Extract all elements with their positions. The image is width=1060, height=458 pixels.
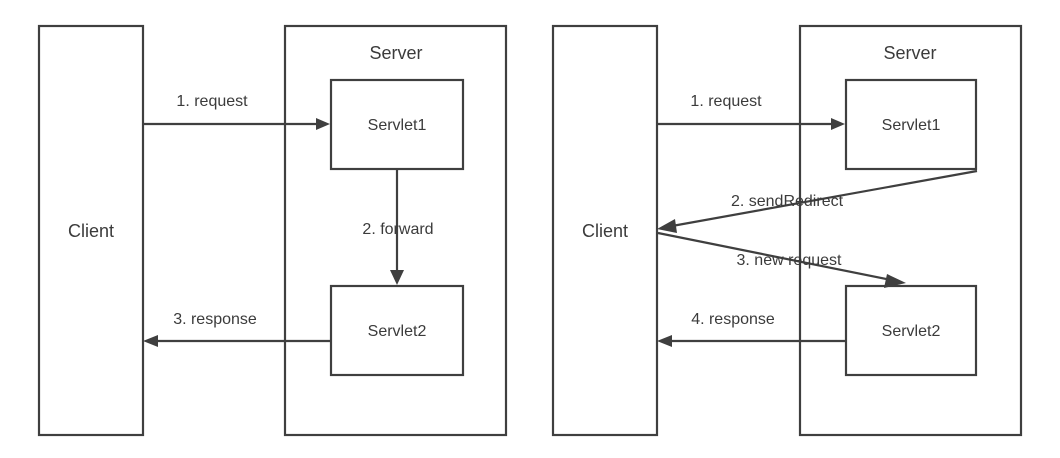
edge-response-label: 4. response	[691, 311, 775, 328]
edge-request: 1. request	[142, 93, 330, 130]
servlet2-box[interactable]	[844, 284, 978, 377]
edge-response: 3. response	[143, 311, 331, 347]
server-box-label: Server	[369, 43, 422, 63]
client-box[interactable]	[37, 24, 145, 437]
servlet2-box[interactable]	[329, 284, 465, 377]
edge-response-arrowhead	[657, 335, 672, 347]
edge-new-request-arrowhead	[884, 274, 906, 288]
edge-request: 1. request	[656, 93, 845, 130]
edge-response-arrowhead	[143, 335, 158, 347]
servlet1-box[interactable]	[844, 78, 978, 171]
servlet1-box-label: Servlet1	[368, 117, 427, 134]
edge-send-redirect-label: 2. sendRedirect	[731, 193, 844, 210]
servlet2-box-label: Servlet2	[882, 323, 941, 340]
edge-forward-arrowhead	[390, 270, 404, 285]
forward-panel: Client Server Servlet1 Servlet2 1. reque…	[37, 24, 508, 437]
edge-response: 4. response	[657, 311, 846, 347]
edge-response-label: 3. response	[173, 311, 257, 328]
edge-send-redirect: 2. sendRedirect	[657, 169, 978, 233]
server-box-label: Server	[883, 43, 936, 63]
servlet1-box[interactable]	[329, 78, 465, 171]
edge-new-request: 3. new request	[657, 231, 906, 288]
edge-request-label: 1. request	[690, 93, 762, 110]
redirect-panel: Client Server Servlet1 Servlet2 1. reque…	[551, 24, 1023, 437]
servlet2-box-label: Servlet2	[368, 323, 427, 340]
edge-forward: 2. forward	[362, 169, 434, 285]
client-box-label: Client	[68, 221, 114, 241]
edge-send-redirect-arrowhead	[657, 219, 677, 233]
client-box-label: Client	[582, 221, 628, 241]
edge-request-label: 1. request	[176, 93, 248, 110]
edge-request-arrowhead	[831, 118, 845, 130]
client-box[interactable]	[551, 24, 659, 437]
edge-new-request-label: 3. new request	[737, 252, 843, 269]
edge-request-arrowhead	[316, 118, 330, 130]
servlet1-box-label: Servlet1	[882, 117, 941, 134]
edge-forward-label: 2. forward	[362, 221, 433, 238]
